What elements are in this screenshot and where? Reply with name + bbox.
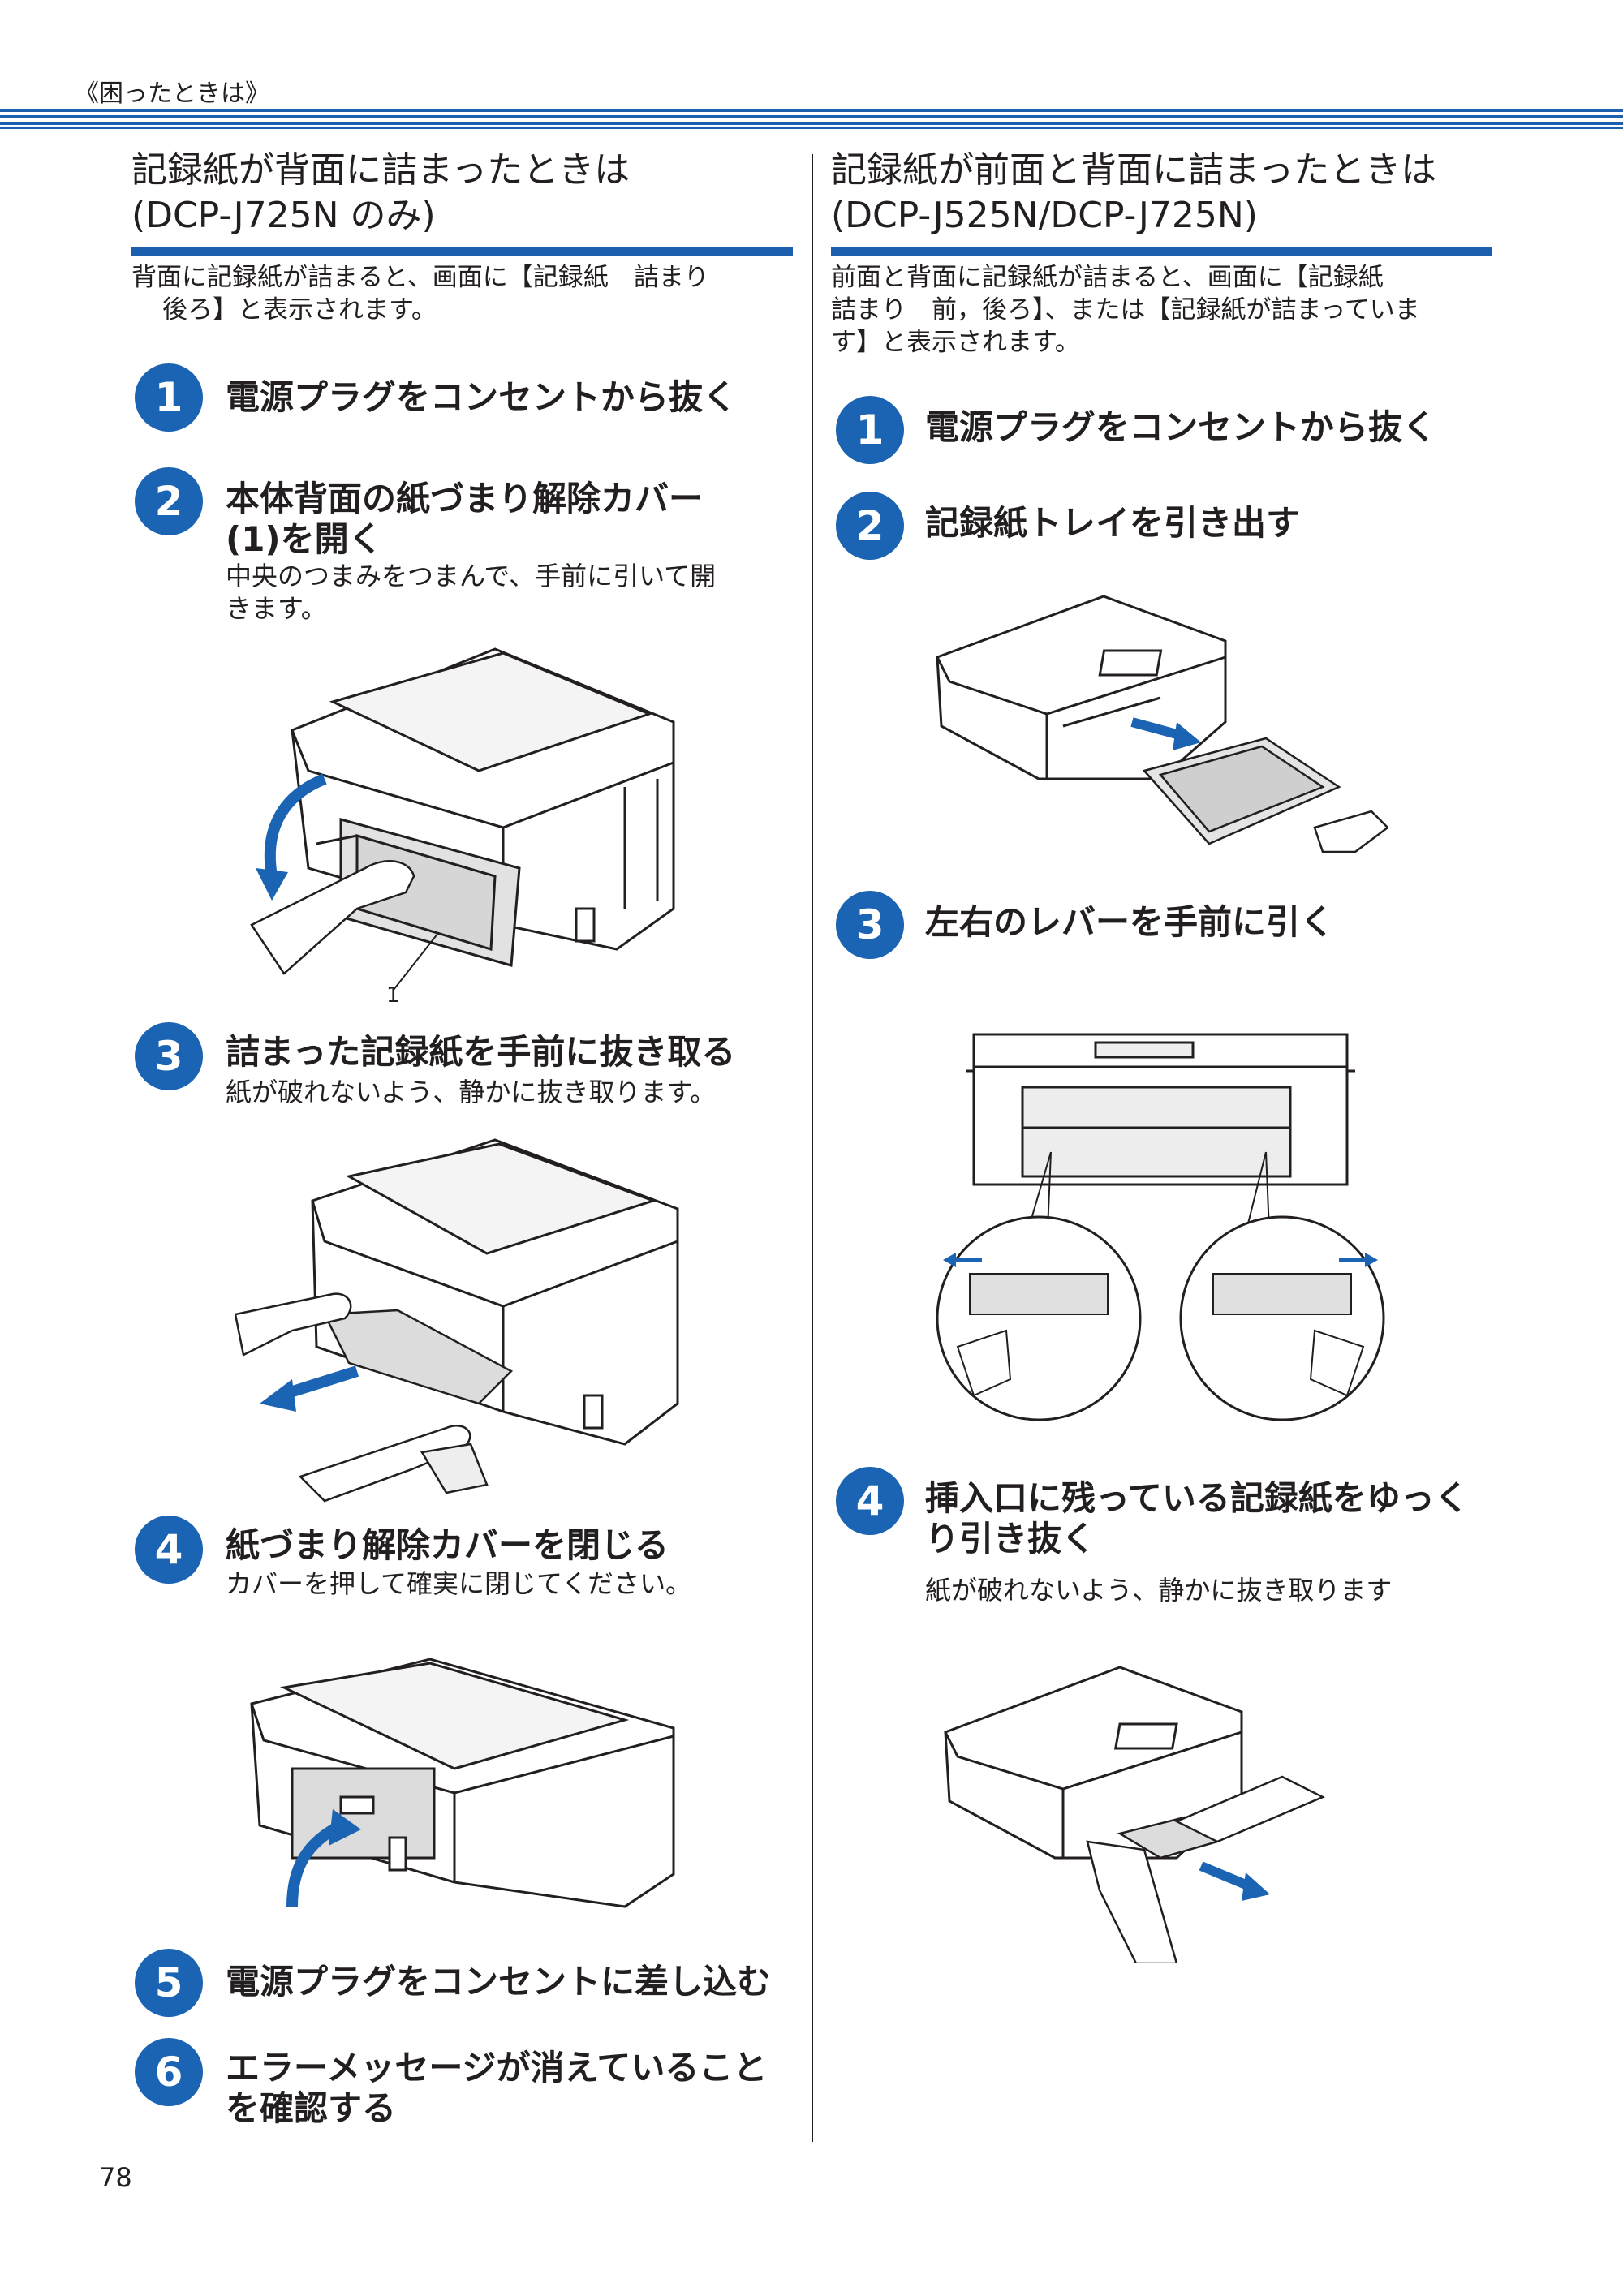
left-figure-remove-paper: [235, 1138, 679, 1503]
right-step-3-badge: 3: [836, 891, 904, 959]
jammed-paper: [323, 1309, 514, 1405]
right-figure-pull-paper: [944, 1666, 1325, 1963]
left-title-underline: [131, 247, 793, 256]
arrow-open-icon: [264, 773, 327, 878]
left-intro-line2: 後ろ】と表示されます。: [162, 295, 437, 325]
paper-tray: [1142, 737, 1341, 845]
left-step-3-title: 詰まった記録紙を手前に抜き取る: [226, 1032, 736, 1072]
hand-open: [250, 860, 415, 975]
right-step-3-title: 左右のレバーを手前に引く: [925, 902, 1335, 942]
right-step-2-badge: 2: [836, 492, 904, 560]
left-step-2-badge: 2: [135, 467, 203, 535]
left-step-2-desc-line2: きます。: [226, 593, 327, 624]
zoom-circle-left: [936, 1215, 1142, 1421]
left-step-6-title-line2: を確認する: [226, 2088, 397, 2128]
right-intro-line2: 詰まり 前，後ろ】、または【記録紙が詰まっていま: [831, 295, 1420, 325]
right-step-4-badge: 4: [836, 1467, 904, 1535]
left-step-5-badge: 5: [135, 1949, 203, 2017]
hand-left: [235, 1292, 352, 1357]
right-step-4-title-line2: り引き抜く: [925, 1519, 1096, 1559]
header-rules: [0, 109, 1623, 129]
column-divider: [812, 154, 813, 2142]
callout-label-1: 1: [386, 983, 400, 1008]
left-step-3-badge: 3: [135, 1022, 203, 1090]
right-section-subtitle: (DCP-J525N/DCP-J725N): [831, 195, 1258, 236]
left-step-2-title-line1: 本体背面の紙づまり解除カバー: [226, 479, 704, 518]
right-title-underline: [831, 247, 1492, 256]
left-step-1-badge: 1: [135, 363, 203, 432]
right-figure-levers: [936, 1033, 1385, 1421]
left-step-4-title: 紙づまり解除カバーを閉じる: [226, 1525, 669, 1565]
hand-tray: [1313, 810, 1388, 853]
left-step-4-desc: カバーを押して確実に閉じてください。: [226, 1568, 692, 1599]
right-intro-line3: す】と表示されます。: [831, 328, 1080, 357]
hand-left-pull: [1086, 1840, 1178, 1963]
right-section-title: 記録紙が前面と背面に詰まったときは: [831, 149, 1437, 191]
left-section-title: 記録紙が背面に詰まったときは: [131, 149, 631, 191]
zoom-circle-right: [1179, 1215, 1385, 1421]
left-figure-open-cover: [250, 647, 675, 991]
left-step-1-title: 電源プラグをコンセントから抜く: [226, 377, 738, 417]
arrow-tray-icon: [1130, 717, 1178, 739]
left-intro-line1: 背面に記録紙が詰まると、画面に【記録紙 詰まり: [131, 263, 709, 292]
right-step-1-badge: 1: [836, 396, 904, 464]
left-step-6-badge: 6: [135, 2038, 203, 2106]
left-step-6-title-line1: エラーメッセージが消えていること: [226, 2048, 768, 2087]
right-step-2-title: 記録紙トレイを引き出す: [925, 503, 1301, 543]
right-step-4-desc: 紙が破れないよう、静かに抜き取ります: [925, 1575, 1393, 1606]
page-number: 78: [99, 2162, 132, 2193]
header-label: 《困ったときは》: [75, 80, 269, 108]
left-step-3-desc: 紙が破れないよう、静かに抜き取ります。: [226, 1077, 717, 1107]
hand-right-pull: [1174, 1775, 1325, 1843]
right-step-4-title-line1: 挿入口に残っている記録紙をゆっく: [925, 1478, 1469, 1518]
left-step-5-title: 電源プラグをコンセントに差し込む: [226, 1962, 772, 2001]
left-step-2-title-line2: (1)を開く: [226, 519, 383, 559]
left-step-2-desc-line1: 中央のつまみをつまんで、手前に引いて開: [226, 561, 717, 591]
left-section-subtitle: (DCP-J725N のみ): [131, 195, 436, 236]
right-step-1-title: 電源プラグをコンセントから抜く: [925, 407, 1437, 447]
right-figure-pull-tray: [936, 595, 1388, 853]
arrow-pull-paper-icon: [1199, 1861, 1252, 1891]
left-step-4-badge: 4: [135, 1516, 203, 1584]
left-figure-close-cover: [250, 1658, 675, 1908]
right-intro-line1: 前面と背面に記録紙が詰まると、画面に【記録紙: [831, 263, 1384, 292]
